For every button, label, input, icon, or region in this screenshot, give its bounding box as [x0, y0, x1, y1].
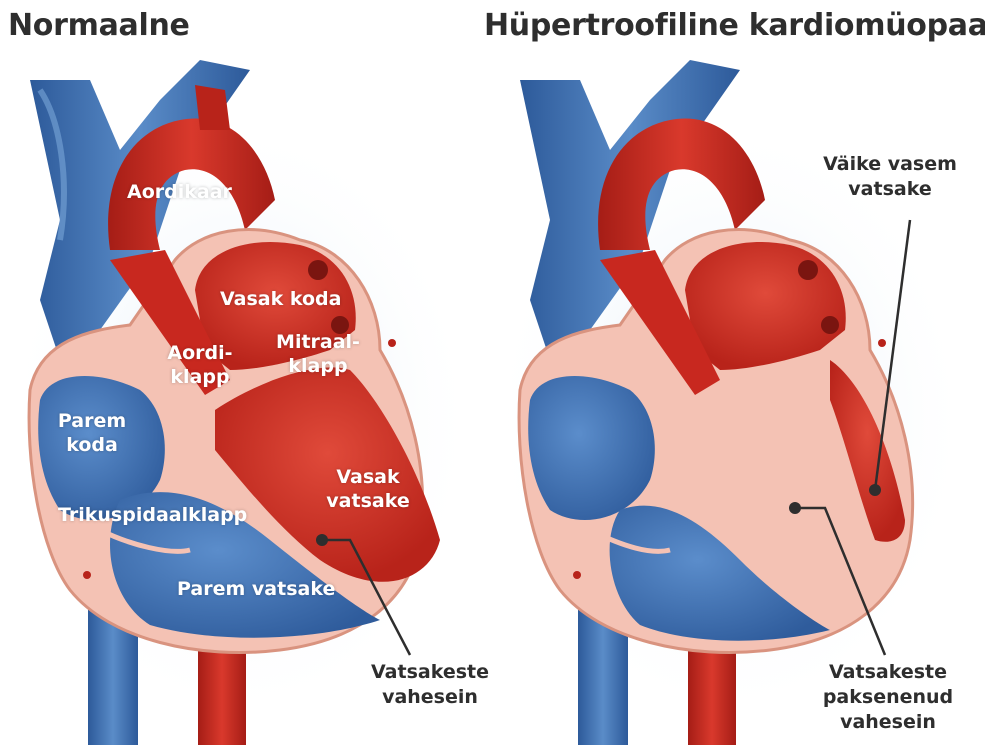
label-small-left-ventricle-line1: Väike vasem — [820, 152, 960, 177]
label-right-ventricle: Parem vatsake — [177, 577, 335, 601]
label-right-atrium: Parem koda — [52, 409, 132, 457]
label-septum-line1: Vatsakeste — [365, 660, 495, 685]
label-small-left-ventricle: Väike vasem vatsake — [820, 152, 960, 202]
label-small-left-ventricle-line2: vatsake — [820, 177, 960, 202]
label-left-ventricle-line1: Vasak — [318, 465, 418, 489]
label-thickened-septum-line2: paksenenud — [818, 685, 958, 710]
label-aortic-arch: Aordikaar — [127, 180, 232, 204]
label-aortic-valve: Aordi- klapp — [160, 341, 240, 389]
label-mitral-valve-line2: klapp — [268, 354, 368, 378]
label-thickened-septum-line1: Vatsakeste — [818, 660, 958, 685]
label-septum: Vatsakeste vahesein — [365, 660, 495, 710]
normal-heart — [5, 60, 475, 745]
label-aortic-valve-line1: Aordi- — [160, 341, 240, 365]
label-mitral-valve-line1: Mitraal- — [268, 330, 368, 354]
label-right-atrium-line1: Parem — [52, 409, 132, 433]
label-right-atrium-line2: koda — [52, 433, 132, 457]
label-mitral-valve: Mitraal- klapp — [268, 330, 368, 378]
label-tricuspid-valve: Trikuspidaalklapp — [58, 503, 247, 527]
label-thickened-septum-line3: vahesein — [818, 710, 958, 735]
label-thickened-septum: Vatsakeste paksenenud vahesein — [818, 660, 958, 735]
label-septum-line2: vahesein — [365, 685, 495, 710]
label-aortic-valve-line2: klapp — [160, 365, 240, 389]
label-left-ventricle: Vasak vatsake — [318, 465, 418, 513]
label-left-ventricle-line2: vatsake — [318, 489, 418, 513]
label-left-atrium: Vasak koda — [220, 287, 341, 311]
